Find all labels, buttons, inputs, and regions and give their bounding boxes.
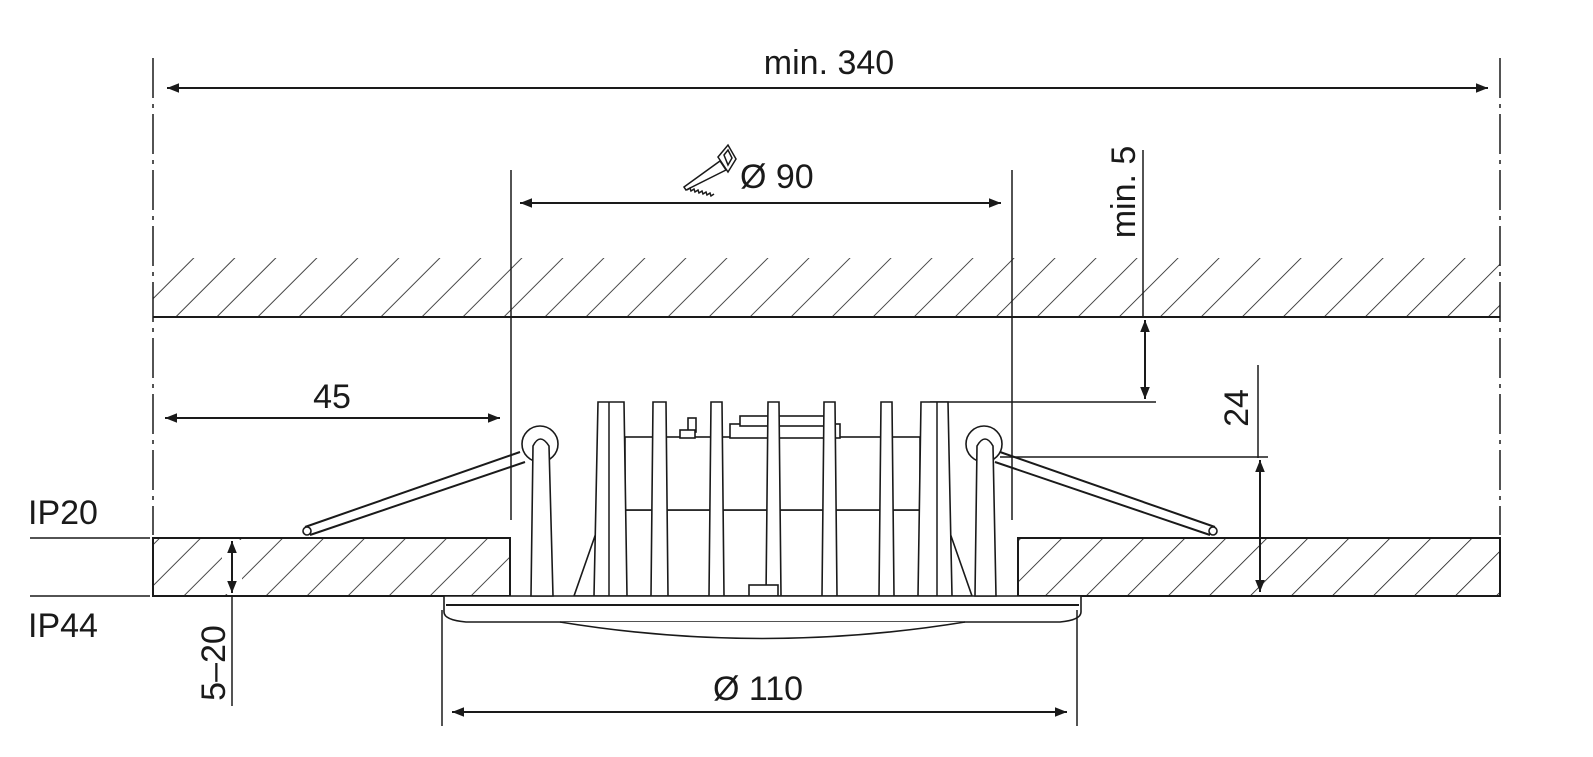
label-ip44: IP44 <box>28 607 98 645</box>
label-cutout-diameter: Ø 90 <box>740 158 814 196</box>
spring-clip-right <box>965 425 1218 597</box>
label-ip20: IP20 <box>28 494 98 532</box>
label-min-clearance: min. 5 <box>1105 146 1143 239</box>
spring-clip-left <box>302 425 559 597</box>
luminaire <box>443 401 1082 640</box>
ceiling-panel-left <box>152 537 511 597</box>
label-overall-width: min. 340 <box>764 44 894 82</box>
ceiling-panel-right <box>1017 537 1501 597</box>
label-edge-distance: 45 <box>313 378 351 416</box>
saw-icon <box>682 143 737 198</box>
label-height: 24 <box>1218 389 1256 427</box>
upper-slab <box>153 258 1500 318</box>
label-bezel-diameter: Ø 110 <box>713 670 803 708</box>
label-ceiling-thickness: 5–20 <box>195 625 233 701</box>
